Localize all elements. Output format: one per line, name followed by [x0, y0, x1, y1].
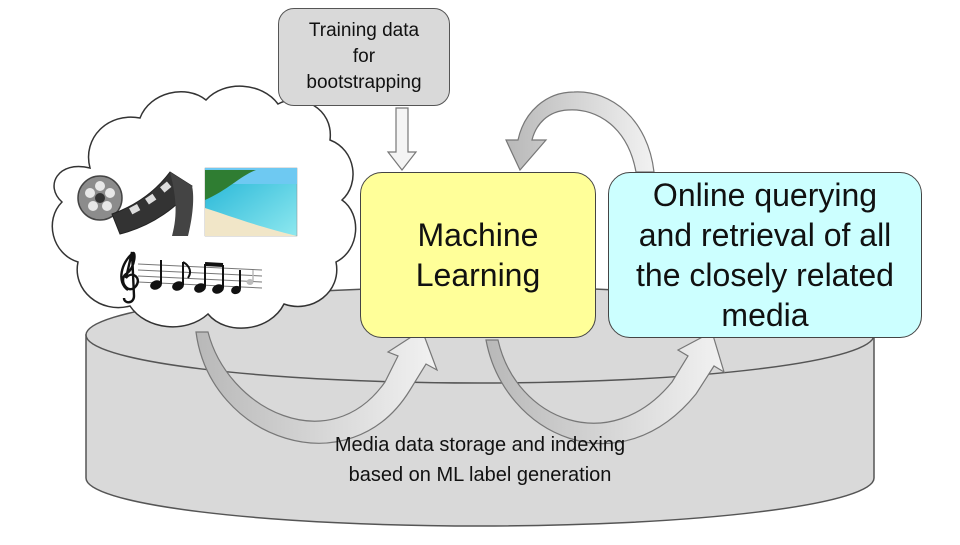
machine-learning-box: Machine Learning	[360, 172, 596, 338]
online-querying-label: Online querying and retrieval of all the…	[636, 177, 894, 333]
training-data-label: Training data for bootstrapping	[306, 20, 422, 93]
film-reel-icon	[77, 175, 123, 221]
film-strip-icon	[111, 171, 194, 236]
storage-label: Media data storage and indexing based on…	[334, 434, 626, 486]
machine-learning-label: Machine Learning	[415, 217, 541, 293]
training-data-box: Training data for bootstrapping	[278, 8, 450, 106]
media-to-ml-arrow	[195, 329, 439, 444]
training-to-ml-arrow	[386, 107, 418, 171]
beach-photo-icon	[204, 167, 298, 237]
online-to-ml-feedback-arrow	[505, 91, 655, 173]
ml-to-online-arrow	[485, 331, 726, 445]
music-notes-icon	[120, 251, 263, 304]
online-querying-box: Online querying and retrieval of all the…	[608, 172, 922, 338]
